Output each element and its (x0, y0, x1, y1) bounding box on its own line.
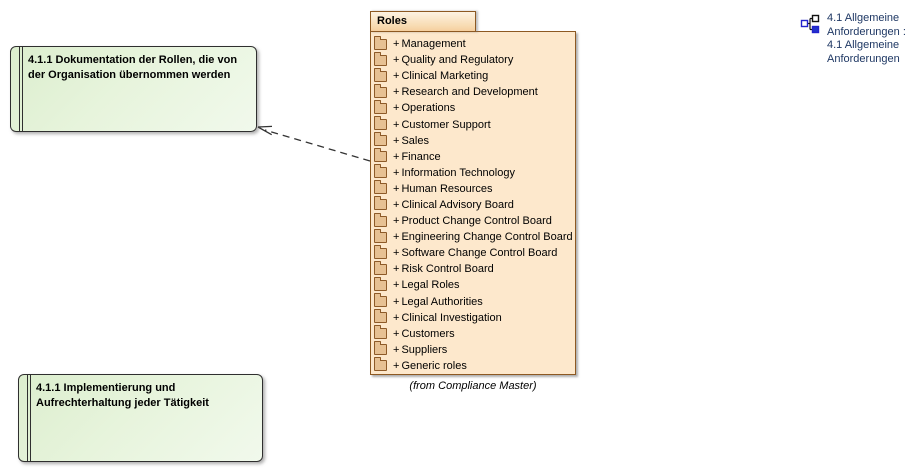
role-label: Customers (401, 327, 455, 340)
folder-icon (374, 148, 387, 163)
expand-plus: + (393, 247, 400, 260)
expand-plus: + (393, 215, 400, 228)
role-label: Customer Support (401, 118, 491, 131)
role-item[interactable]: +Research and Development (373, 83, 573, 100)
role-item[interactable]: +Sales (373, 132, 573, 149)
role-item[interactable]: +Software Change Control Board (373, 244, 573, 261)
folder-icon (374, 341, 387, 356)
role-item[interactable]: +Clinical Advisory Board (373, 196, 573, 213)
partition-line (30, 375, 31, 461)
folder-icon (374, 357, 387, 372)
role-label: Finance (401, 150, 441, 163)
role-label: Quality and Regulatory (401, 54, 514, 67)
diagram-reference-label: 4.1 Allgemeine Anforderungen : 4.1 Allge… (827, 12, 906, 65)
role-label: Clinical Marketing (401, 70, 489, 83)
folder-icon (374, 196, 387, 211)
partition-line (27, 375, 28, 461)
expand-plus: + (393, 102, 400, 115)
role-item[interactable]: +Customers (373, 325, 573, 342)
role-item[interactable]: +Management (373, 35, 573, 52)
role-label: Generic roles (401, 359, 467, 372)
roles-package-name: Roles (377, 15, 407, 27)
role-item[interactable]: +Clinical Marketing (373, 67, 573, 84)
folder-icon (374, 132, 387, 147)
expand-plus: + (393, 343, 400, 356)
diagram-reference-link[interactable]: 4.1 Allgemeine Anforderungen : 4.1 Allge… (800, 12, 906, 66)
expand-plus: + (393, 295, 400, 308)
role-label: Product Change Control Board (401, 215, 552, 228)
role-label: Human Resources (401, 182, 493, 195)
expand-plus: + (393, 166, 400, 179)
role-label: Legal Roles (401, 279, 460, 292)
folder-icon (374, 116, 387, 131)
folder-icon (374, 164, 387, 179)
role-label: Research and Development (401, 86, 538, 99)
folder-icon (374, 309, 387, 324)
role-label: Management (401, 38, 466, 51)
role-item[interactable]: +Quality and Regulatory (373, 51, 573, 68)
folder-icon (374, 99, 387, 114)
folder-icon (374, 35, 387, 50)
folder-icon (374, 276, 387, 291)
role-label: Suppliers (401, 343, 448, 356)
role-label: Software Change Control Board (401, 247, 558, 260)
activity-box-dokumentation[interactable]: 4.1.1 Dokumentation der Rollen, die von … (10, 46, 257, 132)
role-label: Clinical Advisory Board (401, 198, 514, 211)
folder-icon (374, 180, 387, 195)
expand-plus: + (393, 150, 400, 163)
expand-plus: + (393, 359, 400, 372)
expand-plus: + (393, 279, 400, 292)
role-label: Engineering Change Control Board (401, 231, 573, 244)
role-item[interactable]: +Legal Roles (373, 276, 573, 293)
role-label: Clinical Investigation (401, 311, 502, 324)
folder-icon (374, 67, 387, 82)
expand-plus: + (393, 263, 400, 276)
folder-icon (374, 212, 387, 227)
expand-plus: + (393, 86, 400, 99)
diagram-hierarchy-icon (800, 14, 820, 39)
roles-package-tab[interactable]: Roles (370, 11, 476, 32)
role-item[interactable]: +Engineering Change Control Board (373, 228, 573, 245)
role-item[interactable]: +Risk Control Board (373, 260, 573, 277)
role-label: Risk Control Board (401, 263, 494, 276)
folder-icon (374, 51, 387, 66)
expand-plus: + (393, 198, 400, 211)
expand-plus: + (393, 38, 400, 51)
partition-line (19, 47, 20, 131)
expand-plus: + (393, 182, 400, 195)
role-item[interactable]: +Finance (373, 148, 573, 165)
partition-line (22, 47, 23, 131)
expand-plus: + (393, 311, 400, 324)
role-item[interactable]: +Human Resources (373, 180, 573, 197)
roles-package-body[interactable]: +Management +Quality and Regulatory +Cli… (370, 31, 576, 375)
role-item[interactable]: +Product Change Control Board (373, 212, 573, 229)
role-item[interactable]: +Information Technology (373, 164, 573, 181)
role-item[interactable]: +Legal Authorities (373, 293, 573, 310)
package-source-note: (from Compliance Master) (409, 380, 537, 392)
folder-icon (374, 293, 387, 308)
expand-plus: + (393, 327, 400, 340)
expand-plus: + (393, 134, 400, 147)
activity-box-implementierung[interactable]: 4.1.1 Implementierung und Aufrechterhalt… (18, 374, 263, 462)
role-label: Sales (401, 134, 429, 147)
folder-icon (374, 83, 387, 98)
folder-icon (374, 228, 387, 243)
role-item[interactable]: +Operations (373, 99, 573, 116)
activity-title: 4.1.1 Dokumentation der Rollen, die von … (28, 54, 238, 81)
folder-icon (374, 325, 387, 340)
expand-plus: + (393, 118, 400, 131)
role-label: Legal Authorities (401, 295, 483, 308)
folder-icon (374, 244, 387, 259)
activity-title: 4.1.1 Implementierung und Aufrechterhalt… (36, 382, 209, 409)
expand-plus: + (393, 231, 400, 244)
role-label: Information Technology (401, 166, 515, 179)
expand-plus: + (393, 70, 400, 83)
expand-plus: + (393, 54, 400, 67)
folder-icon (374, 260, 387, 275)
role-item[interactable]: +Suppliers (373, 341, 573, 358)
role-item[interactable]: +Customer Support (373, 116, 573, 132)
role-item[interactable]: +Clinical Investigation (373, 309, 573, 326)
role-label: Operations (401, 102, 456, 115)
role-item[interactable]: +Generic roles (373, 357, 573, 374)
